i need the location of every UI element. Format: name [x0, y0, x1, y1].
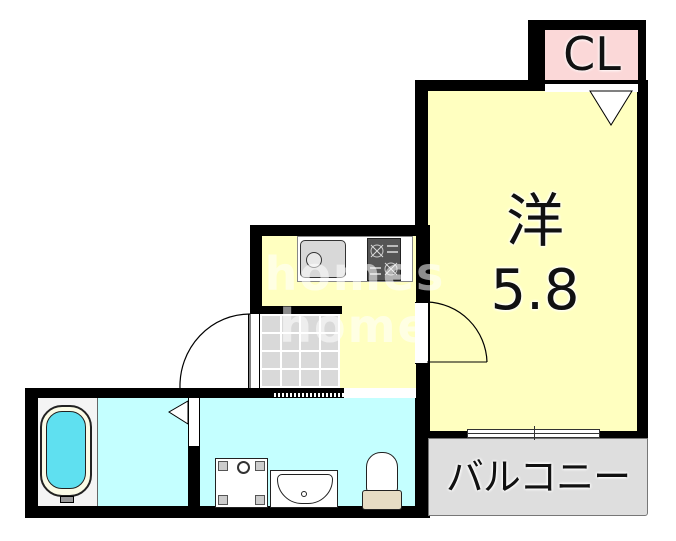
toilet-icon [362, 452, 402, 510]
balcony-label: バルコニー [445, 455, 631, 499]
closet-door-strip [545, 84, 638, 92]
bath-faucet-icon [60, 496, 74, 503]
entrance-tile-floor [260, 314, 340, 388]
entrance-door-icon[interactable] [176, 312, 252, 390]
watermark: homes home [264, 247, 446, 353]
western-room [428, 91, 637, 431]
room-size-label: 5.8 [490, 258, 580, 323]
balcony-left-wall [415, 430, 428, 518]
entrance-wall [250, 306, 342, 314]
closet-room [545, 30, 638, 80]
closet-label: CL [563, 27, 621, 81]
threshold-strip [272, 393, 344, 397]
bath-door-icon[interactable] [168, 400, 190, 426]
gas-stove-icon [367, 238, 401, 281]
bathtub-icon [40, 405, 92, 497]
room-type-label: 洋 [505, 187, 564, 255]
sink-icon [300, 240, 346, 278]
bath-partition [188, 446, 200, 506]
entrance-door-opening [248, 314, 260, 390]
room-door-opening [415, 302, 428, 364]
room-door-icon[interactable] [425, 300, 491, 366]
kitchen-threshold [344, 388, 416, 398]
balcony-window[interactable] [467, 426, 600, 440]
wash-basin-icon [270, 470, 338, 508]
washing-machine-pan-icon [215, 458, 268, 508]
closet-door-icon[interactable] [588, 90, 634, 128]
balcony [428, 438, 648, 516]
